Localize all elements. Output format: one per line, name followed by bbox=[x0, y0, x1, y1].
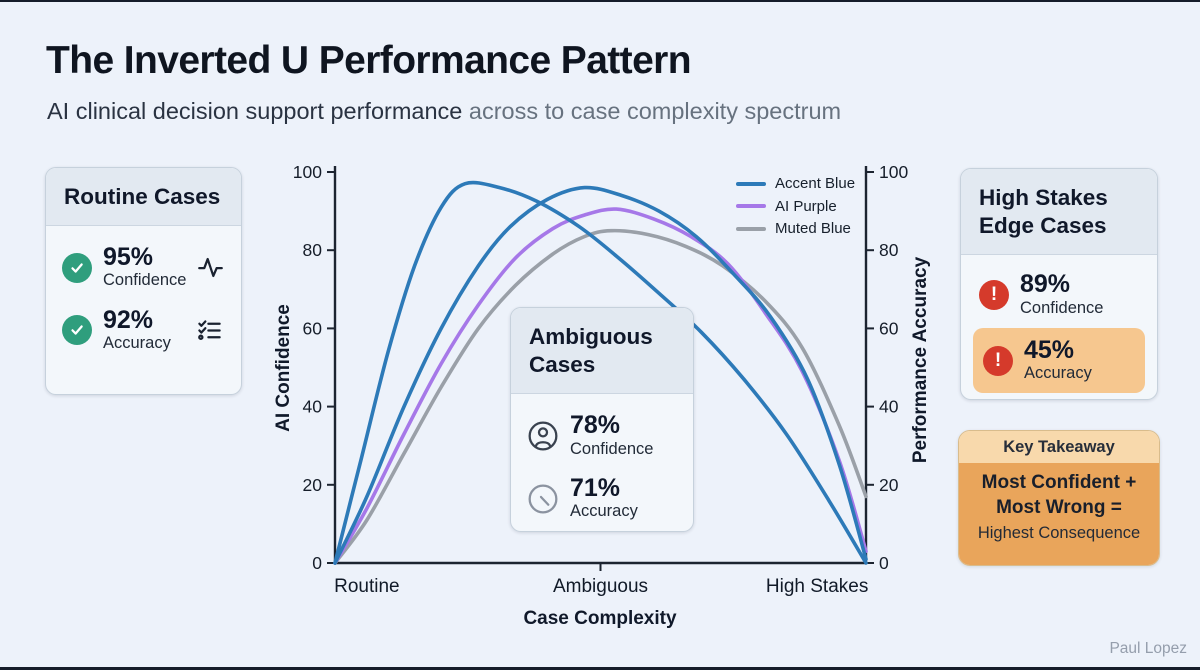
metric-value: 89% bbox=[1020, 270, 1071, 299]
clock-icon bbox=[527, 483, 559, 515]
high-stakes-card: High Stakes Edge Cases 89% Confidence 45… bbox=[960, 168, 1158, 400]
routine-cases-card: Routine Cases 95% Confidence 92% Accurac… bbox=[45, 167, 242, 395]
y-tick-label-right: 60 bbox=[879, 318, 899, 338]
y-tick-label-left: 40 bbox=[303, 397, 323, 417]
metric-value: 71% bbox=[570, 474, 621, 503]
y-tick-label-left: 80 bbox=[303, 240, 323, 260]
high-stakes-title-line1: High Stakes bbox=[979, 185, 1108, 210]
takeaway-line1: Most Confident + bbox=[981, 472, 1137, 493]
author-credit: Paul Lopez bbox=[1109, 640, 1187, 657]
page-title: The Inverted U Performance Pattern bbox=[46, 39, 692, 82]
x-category-label: High Stakes bbox=[766, 576, 868, 597]
check-circle-icon bbox=[62, 252, 92, 283]
ambiguous-card-body: 78% Confidence 71% Accuracy bbox=[511, 394, 693, 531]
y-tick-label-right: 100 bbox=[879, 162, 908, 182]
metric-row-confidence: 95% Confidence bbox=[62, 244, 225, 291]
ambiguous-card-header: Ambiguous Cases bbox=[511, 308, 693, 395]
x-category-label: Ambiguous bbox=[553, 576, 648, 597]
x-category-label: Routine bbox=[334, 576, 400, 597]
routine-card-header: Routine Cases bbox=[46, 168, 241, 227]
high-stakes-card-body: 89% Confidence 45% Accuracy bbox=[961, 255, 1157, 399]
top-border-bar bbox=[0, 0, 1200, 2]
highlighted-accuracy-row: 45% Accuracy bbox=[973, 328, 1145, 393]
data-series-line bbox=[333, 180, 868, 565]
page-subtitle: AI clinical decision support performance… bbox=[47, 97, 841, 125]
legend-item: Accent Blue bbox=[736, 176, 855, 191]
activity-icon bbox=[197, 254, 224, 281]
takeaway-line3: Highest Consequence bbox=[977, 523, 1141, 542]
key-takeaway-body: Most Confident + Most Wrong = Highest Co… bbox=[959, 463, 1159, 565]
metric-value: 78% bbox=[570, 411, 621, 440]
x-axis-label: Case Complexity bbox=[523, 608, 677, 629]
takeaway-line2: Most Wrong = bbox=[996, 497, 1122, 519]
ambiguous-title-line1: Ambiguous bbox=[529, 324, 653, 349]
legend-item: AI Purple bbox=[736, 199, 855, 214]
list-checks-icon bbox=[196, 317, 223, 344]
y-axis-label-left: AI Confidence bbox=[273, 304, 294, 432]
metric-label: Confidence bbox=[570, 439, 654, 458]
high-stakes-title-line2: Edge Cases bbox=[979, 213, 1107, 239]
metric-row-accuracy: 71% Accuracy bbox=[527, 475, 677, 522]
subtitle-light-part: across to case complexity spectrum bbox=[462, 98, 842, 124]
routine-card-body: 95% Confidence 92% Accuracy bbox=[46, 226, 241, 368]
y-tick-label-left: 100 bbox=[293, 162, 322, 182]
metric-row-confidence: 78% Confidence bbox=[527, 412, 677, 459]
metric-row-accuracy: 92% Accuracy bbox=[62, 307, 225, 354]
legend-item: Muted Blue bbox=[736, 221, 855, 236]
alert-circle-icon bbox=[983, 345, 1013, 376]
metric-label: Confidence bbox=[1020, 298, 1104, 317]
y-tick-label-right: 80 bbox=[879, 240, 899, 260]
metric-row-accuracy: 45% Accuracy bbox=[979, 337, 1139, 384]
legend-line-swatch bbox=[736, 204, 766, 208]
legend-line-swatch bbox=[736, 181, 766, 186]
key-takeaway-header: Key Takeaway bbox=[959, 431, 1159, 463]
y-tick-label-left: 20 bbox=[303, 475, 323, 495]
high-stakes-card-header: High Stakes Edge Cases bbox=[961, 169, 1157, 256]
metric-label: Accuracy bbox=[1024, 364, 1092, 383]
alert-circle-icon bbox=[979, 279, 1009, 310]
y-tick-label-right: 0 bbox=[879, 553, 889, 573]
y-axis-label-right: Performance Accuracy bbox=[910, 256, 931, 464]
y-tick-label-right: 40 bbox=[879, 397, 899, 417]
y-tick-label-right: 20 bbox=[879, 475, 899, 495]
user-circle-icon bbox=[527, 420, 559, 452]
metric-value: 95% bbox=[103, 243, 154, 272]
key-takeaway-callout: Key Takeaway Most Confident + Most Wrong… bbox=[958, 430, 1160, 566]
y-tick-label-left: 0 bbox=[312, 553, 322, 573]
metric-value: 45% bbox=[1024, 336, 1075, 365]
ambiguous-title-line2: Cases bbox=[529, 352, 596, 378]
legend-line-swatch bbox=[736, 226, 766, 231]
subtitle-dark-part: AI clinical decision support performance bbox=[47, 98, 463, 124]
metric-label: Confidence bbox=[103, 271, 187, 290]
bottom-border-bar bbox=[0, 667, 1200, 670]
metric-value: 92% bbox=[103, 306, 154, 334]
legend-label: AI Purple bbox=[775, 197, 837, 215]
metric-label: Accuracy bbox=[103, 334, 171, 353]
metric-row-confidence: 89% Confidence bbox=[973, 271, 1145, 318]
data-series-line bbox=[333, 185, 868, 565]
legend-label: Muted Blue bbox=[775, 220, 851, 237]
chart-legend: Accent Blue AI Purple Muted Blue bbox=[736, 176, 855, 244]
ambiguous-cases-card: Ambiguous Cases 78% Confidence 71% Accur… bbox=[510, 307, 694, 532]
y-tick-label-left: 60 bbox=[303, 318, 323, 338]
legend-label: Accent Blue bbox=[775, 175, 856, 192]
data-series-line bbox=[333, 228, 868, 565]
metric-label: Accuracy bbox=[570, 502, 638, 521]
check-circle-icon bbox=[62, 315, 92, 346]
